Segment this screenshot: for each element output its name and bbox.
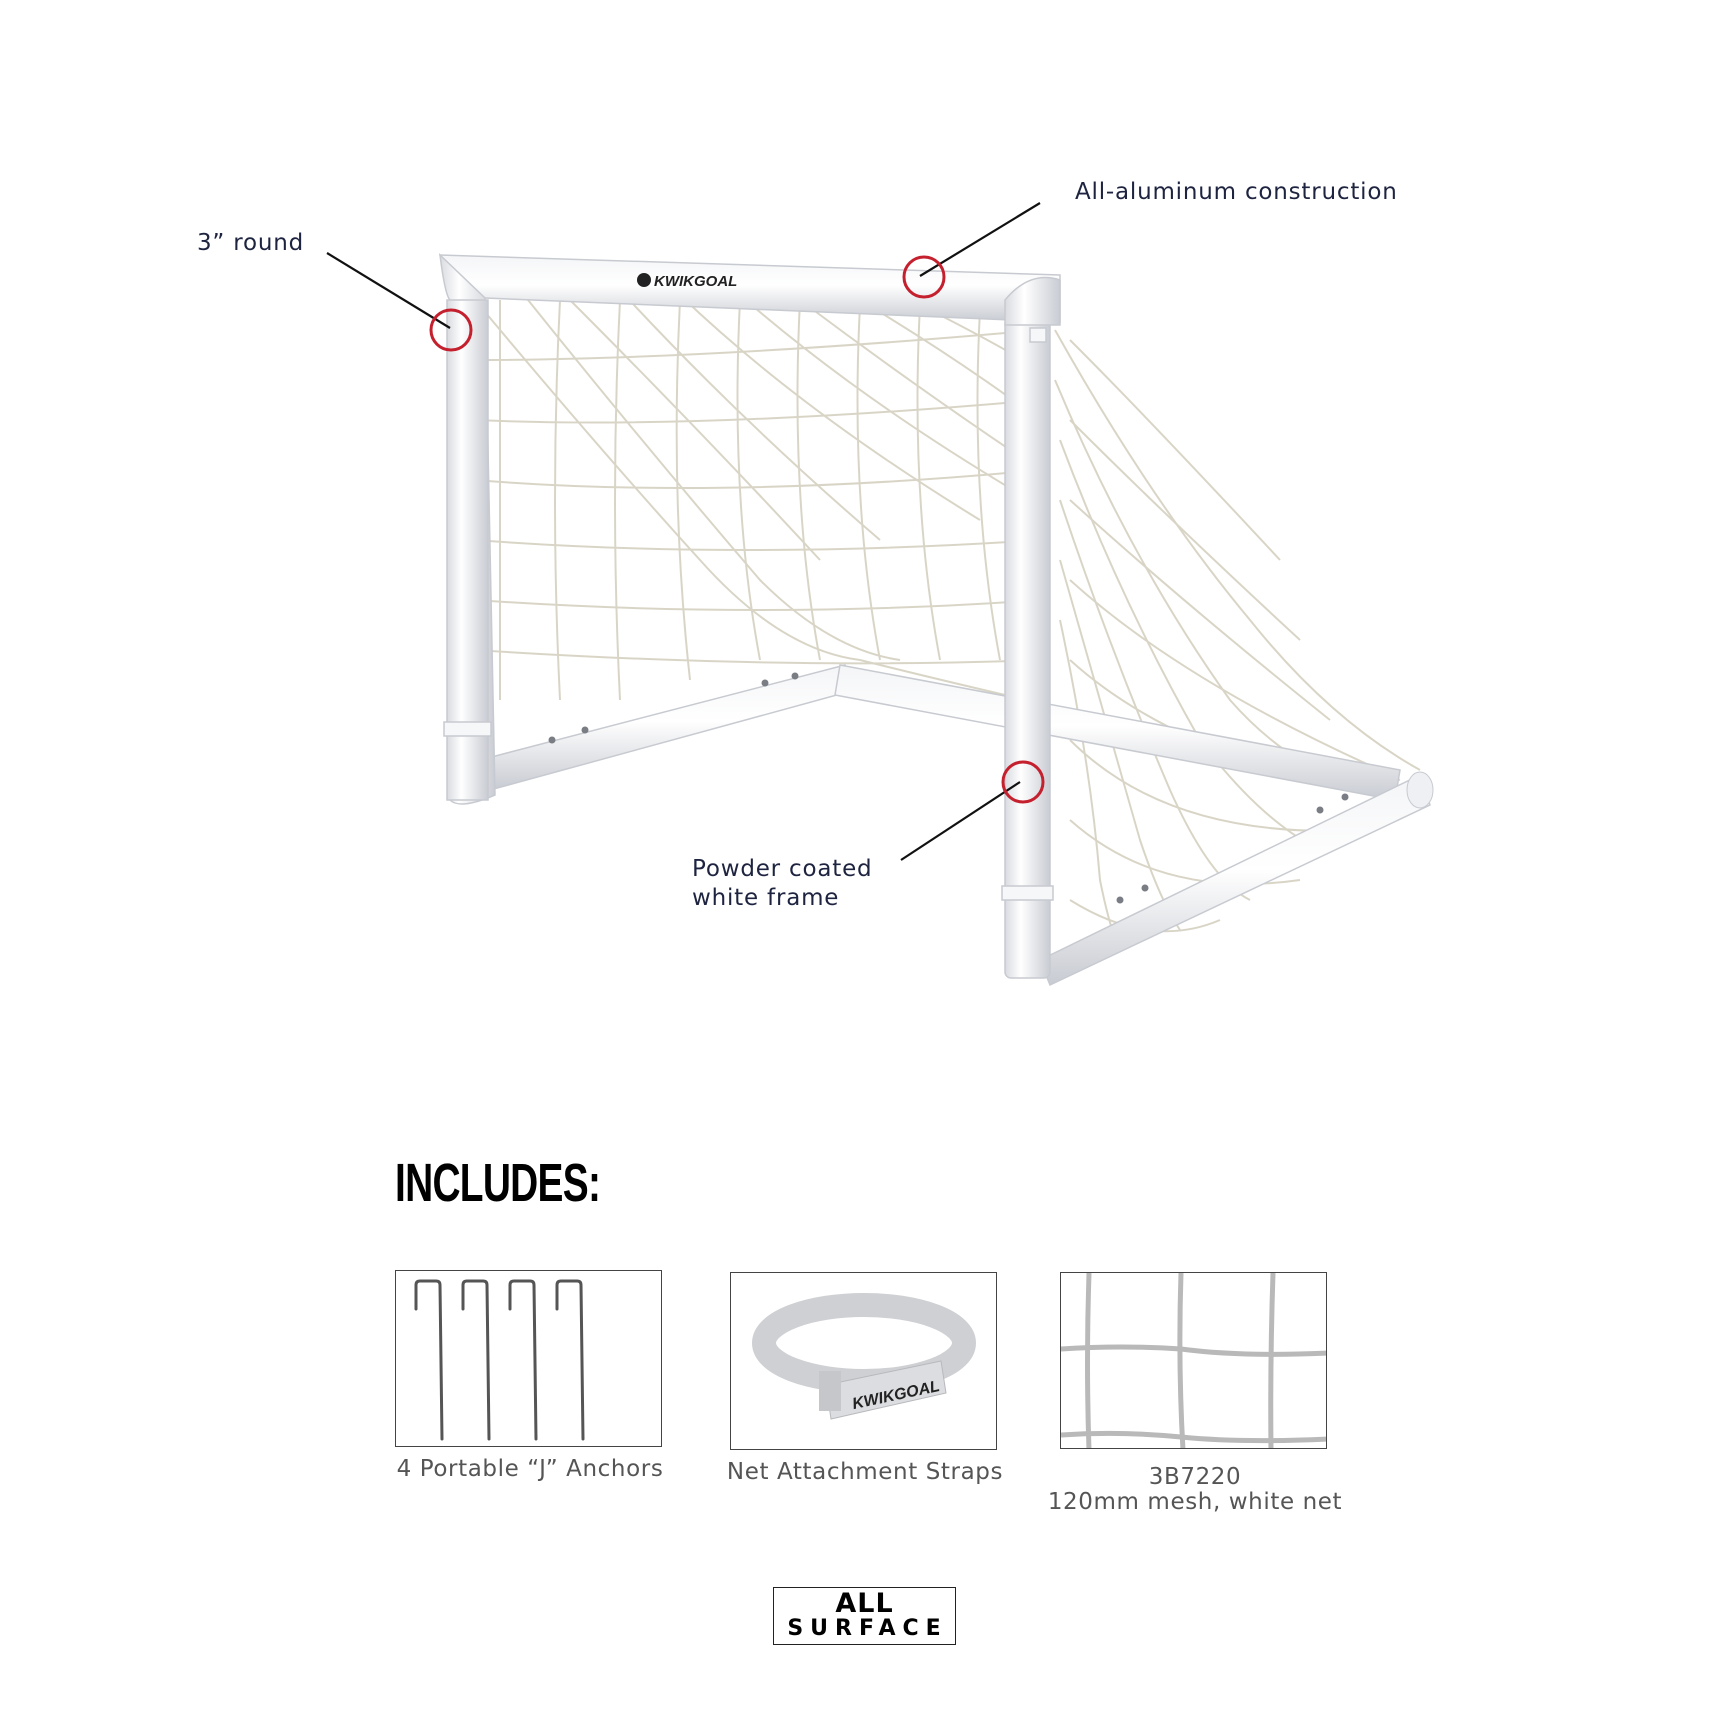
net-description: 120mm mesh, white net [1047, 1489, 1343, 1515]
net-caption: 3B7220 120mm mesh, white net [1030, 1465, 1360, 1515]
velcro-strap-icon: KWIKGOAL [752, 1293, 976, 1420]
straps-caption: Net Attachment Straps [726, 1459, 1004, 1485]
svg-text:KWIKGOAL: KWIKGOAL [654, 273, 737, 290]
net-mesh-image [1060, 1272, 1327, 1449]
straps-image: KWIKGOAL [730, 1272, 997, 1450]
callout-powder-line1: Powder coated [692, 856, 873, 882]
callout-powder-coated: Powder coated white frame [692, 855, 872, 913]
anchors-image [395, 1270, 662, 1447]
callout-powder-line2: white frame [692, 885, 840, 911]
goal-crossbar [438, 254, 1061, 323]
highlight-circle-aluminum [902, 255, 946, 299]
net-model-number: 3B7220 [1148, 1464, 1242, 1490]
highlight-circle-powder [1001, 760, 1045, 804]
includes-title: INCLUDES: [395, 1153, 601, 1213]
net-mesh-icon [1061, 1273, 1326, 1448]
callout-aluminum: All-aluminum construction [1075, 179, 1398, 205]
goal-ground-frame [479, 664, 1434, 987]
j-anchors-icon [414, 1279, 585, 1441]
highlight-circle-round [429, 308, 473, 352]
kwikgoal-logo: KWIKGOAL [637, 273, 737, 290]
goal-right-post [1004, 317, 1051, 979]
callout-3in-round: 3” round [197, 230, 305, 256]
anchors-caption: 4 Portable “J” Anchors [396, 1456, 664, 1482]
badge-line2: SURFACE [787, 1616, 948, 1641]
all-surface-badge: ALL SURFACE [773, 1587, 956, 1645]
highlight-circles [429, 255, 1045, 804]
badge-line1: ALL [835, 1588, 894, 1619]
